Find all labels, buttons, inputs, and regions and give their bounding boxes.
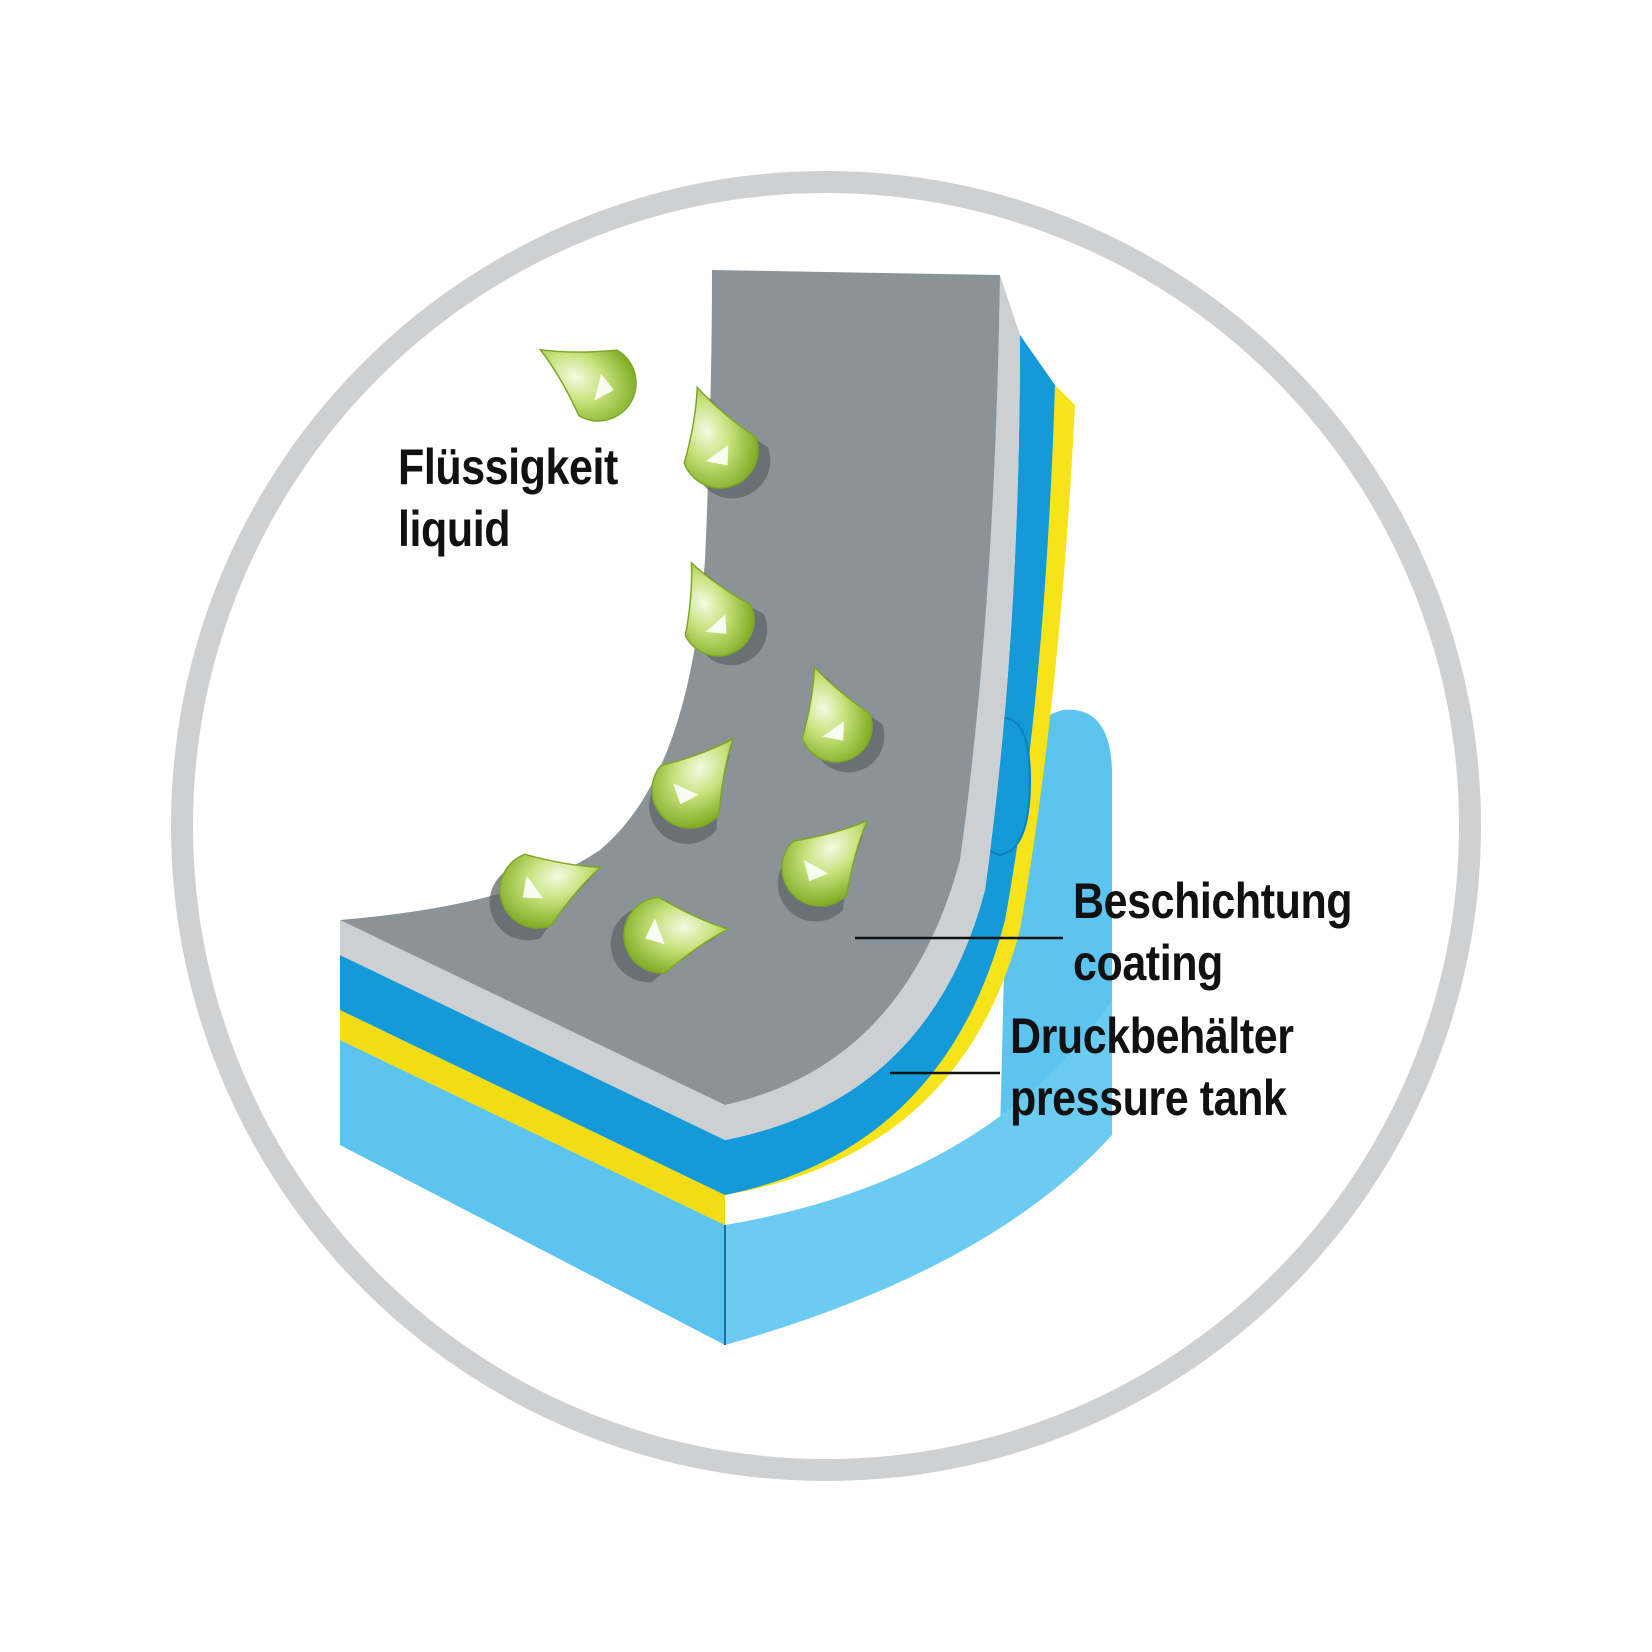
droplet-group: [489, 348, 885, 983]
droplet-body: [684, 561, 755, 657]
liquid-droplet: [538, 348, 637, 422]
liquid-droplet: [777, 819, 869, 922]
blue-layer-front: [340, 955, 725, 1195]
droplet-body: [651, 737, 735, 829]
liquid-label: Flüssigkeit liquid: [398, 436, 618, 560]
droplet-highlight: [673, 783, 699, 805]
droplet-body: [801, 664, 873, 763]
liquid-label-de: Flüssigkeit: [398, 439, 618, 495]
coating-label: Beschichtung coating: [1073, 870, 1353, 994]
droplet-highlight: [803, 859, 829, 882]
droplet-highlight: [705, 614, 727, 634]
liquid-droplet: [684, 561, 768, 666]
outer-ring: [171, 171, 1481, 1481]
tank-body-front: [340, 1040, 725, 1345]
droplet-highlight: [645, 918, 665, 945]
yellow-layer-front: [340, 1010, 725, 1225]
liquid-droplet: [801, 664, 885, 773]
droplet-body: [781, 819, 869, 907]
pressure-tank-label-de: Druckbehälter: [1010, 1008, 1294, 1064]
pressure-tank-label-en: pressure tank: [1010, 1070, 1287, 1126]
liquid-droplet: [489, 853, 603, 941]
liquid-label-en: liquid: [398, 501, 511, 557]
droplet-body: [538, 348, 637, 422]
droplet-highlight: [522, 875, 544, 899]
droplet-body: [623, 896, 731, 974]
coating-label-de: Beschichtung: [1073, 873, 1353, 929]
droplet-highlight: [822, 721, 844, 741]
droplet-highlight: [594, 373, 614, 401]
coating-side-edge: [725, 275, 1020, 1140]
liquid-droplet: [683, 385, 771, 499]
pressure-tank-label: Druckbehälter pressure tank: [1010, 1005, 1294, 1129]
coating-label-en: coating: [1073, 935, 1223, 991]
coating-front-edge: [340, 920, 725, 1140]
droplet-highlight: [705, 444, 729, 466]
liquid-droplet: [649, 737, 735, 844]
droplet-body: [499, 853, 603, 929]
blue-layer-side: [725, 335, 1055, 1195]
liquid-droplet: [610, 896, 731, 983]
droplet-body: [683, 385, 759, 489]
tank-body-side: [725, 1000, 1112, 1345]
